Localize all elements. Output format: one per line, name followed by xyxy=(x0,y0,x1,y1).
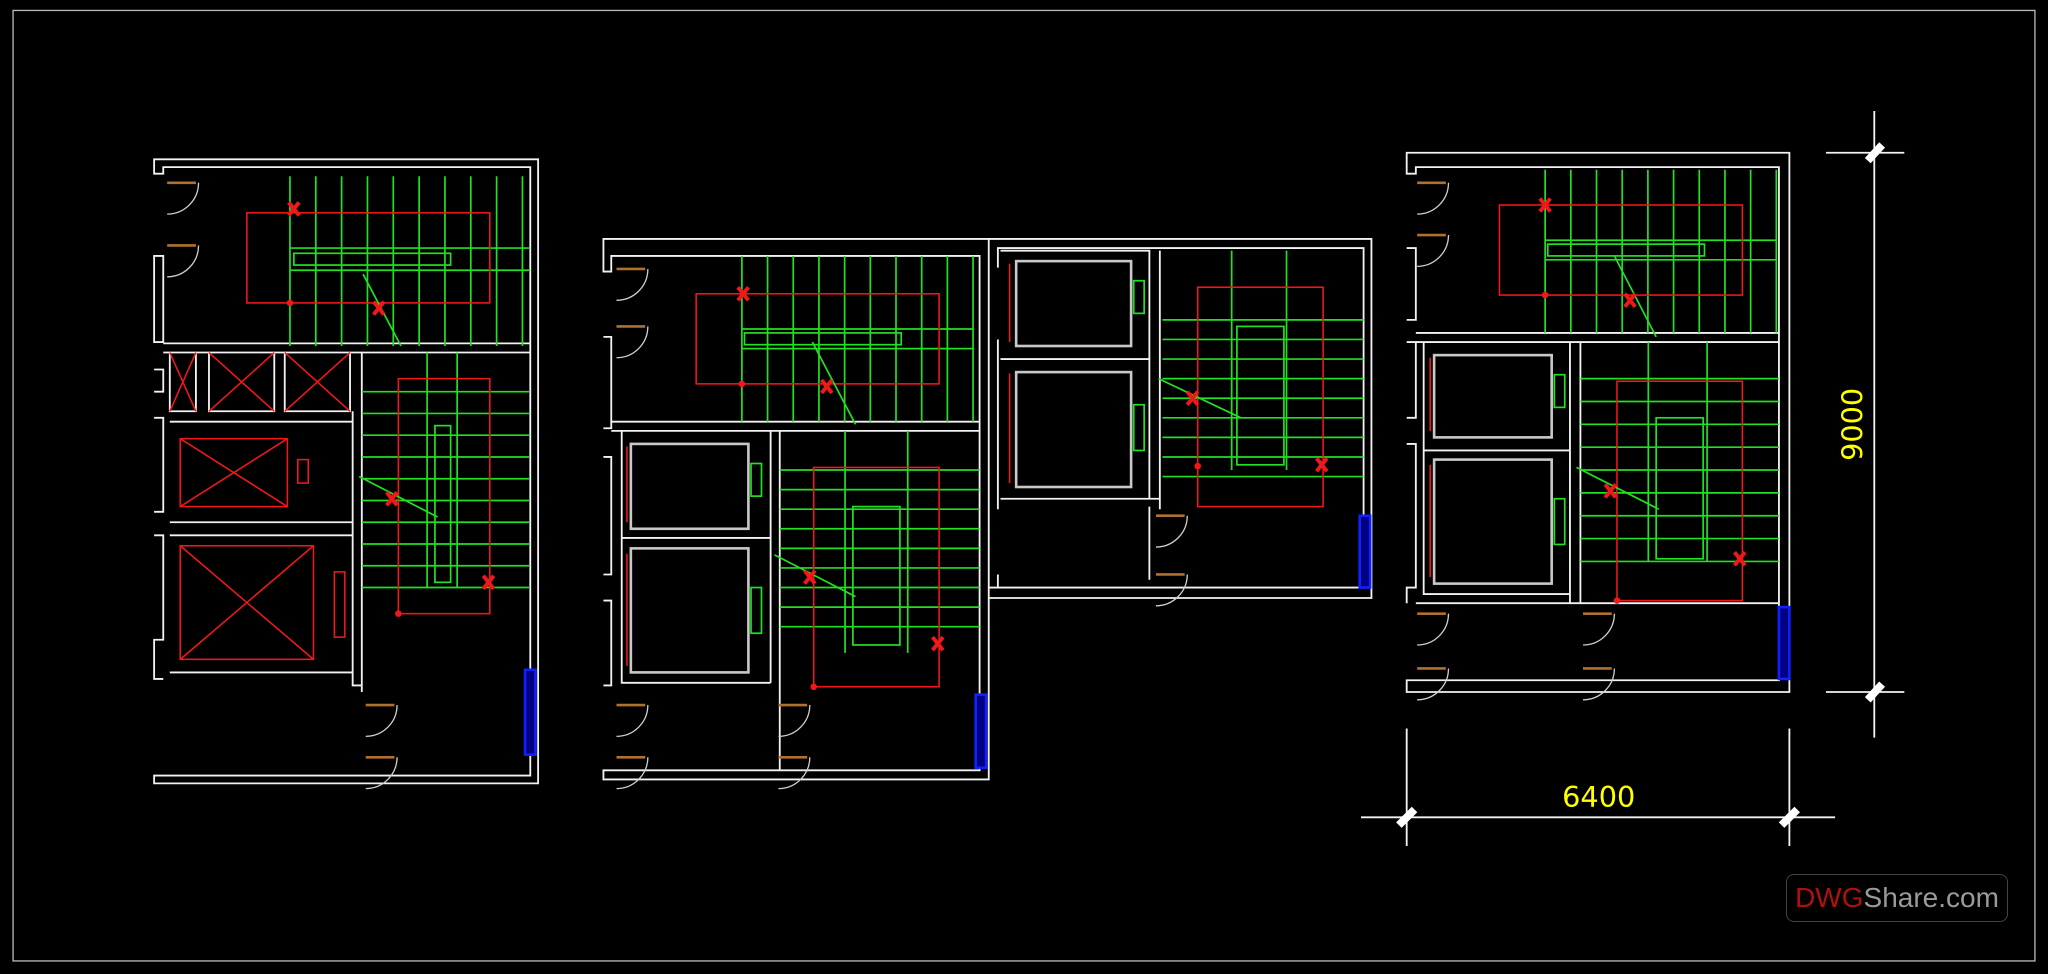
marker-dot xyxy=(1194,462,1201,470)
dimension-vertical: 9000 xyxy=(1825,110,1905,738)
floor-plan-2 xyxy=(602,238,990,781)
door-swing-arc xyxy=(1417,182,1450,215)
dimension-6400: 6400 xyxy=(1562,780,1635,814)
door-swing-arc xyxy=(167,245,200,278)
door-swing-arc xyxy=(616,268,649,301)
watermark-red: DWG xyxy=(1795,882,1864,913)
direction-marker xyxy=(481,574,496,591)
stair-treads xyxy=(1162,319,1364,478)
floor-plan-3 xyxy=(988,238,1373,599)
door-swings xyxy=(167,181,1616,790)
stair-treads xyxy=(1580,377,1779,563)
door-swing-arc xyxy=(616,326,649,359)
door-swing-arc xyxy=(1417,668,1450,701)
stair-treads xyxy=(741,255,974,422)
marker-dot xyxy=(1613,597,1621,604)
red-markers xyxy=(286,197,1747,691)
stair-treads xyxy=(361,390,529,589)
direction-marker xyxy=(803,569,817,585)
marker-dot xyxy=(286,299,294,307)
floor-plan-4 xyxy=(1405,151,1791,693)
door-swing-arc xyxy=(1583,613,1616,646)
dwgshare-watermark: DWGShare.com xyxy=(1786,874,2008,922)
direction-marker xyxy=(736,286,750,302)
direction-marker xyxy=(931,635,945,652)
dimension-horizontal: 6400 xyxy=(1360,728,1836,847)
direction-marker xyxy=(1603,483,1618,499)
door-swing-arc xyxy=(365,705,398,738)
door-swing-arc xyxy=(616,757,649,790)
door-swing-arc xyxy=(167,182,200,215)
door-swing-arc xyxy=(365,757,398,790)
dimension-9000: 9000 xyxy=(1836,388,1870,461)
marker-dot xyxy=(738,380,746,388)
door-swing-arc xyxy=(1155,515,1188,548)
stair-treads xyxy=(1544,169,1778,333)
marker-dot xyxy=(1541,291,1549,299)
door-swing-arc xyxy=(1155,574,1188,607)
direction-marker xyxy=(1538,197,1552,213)
watermark-gray: Share.com xyxy=(1863,882,1999,913)
door-swing-arc xyxy=(1583,668,1616,701)
direction-marker xyxy=(287,201,301,217)
door-swing-arc xyxy=(1417,235,1450,268)
direction-marker xyxy=(820,378,834,395)
stair-treads xyxy=(779,469,980,628)
drawing-border xyxy=(12,9,2036,962)
direction-marker xyxy=(1733,551,1747,567)
marker-dot xyxy=(810,683,817,691)
marker-dot xyxy=(395,610,402,617)
door-swing-arc xyxy=(778,705,811,738)
door-swing-arc xyxy=(1417,613,1450,646)
direction-marker xyxy=(1315,457,1329,473)
floor-plan-1 xyxy=(153,158,540,785)
direction-marker xyxy=(1623,292,1637,309)
stair-treads xyxy=(289,176,524,346)
door-swing-arc xyxy=(778,757,811,790)
direction-marker xyxy=(1185,390,1200,406)
door-swing-arc xyxy=(616,705,649,738)
direction-marker xyxy=(385,490,399,507)
direction-marker xyxy=(372,300,386,316)
